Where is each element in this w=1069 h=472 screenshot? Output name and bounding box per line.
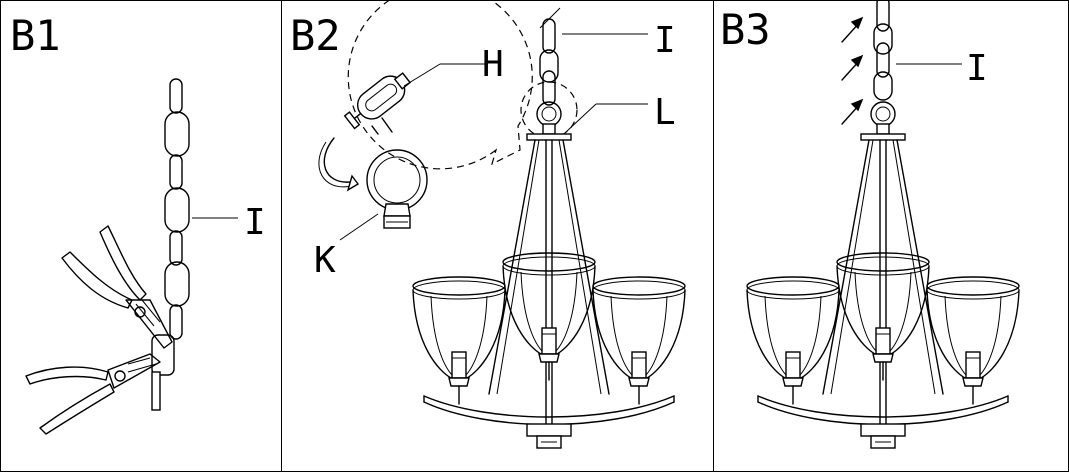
chandelier-b2 [413,134,685,448]
callout-leader-h [403,63,441,87]
callout-leader-l [565,103,597,133]
highlight-circle-b2 [520,81,578,139]
chain-b1 [151,78,190,411]
callout-label-l: L [654,92,676,133]
chain-b3 [870,0,896,135]
callout-label-i-b3: I [966,48,988,89]
callout-label-i-b2: I [654,20,676,61]
panel-b2: B2 I L [290,0,685,448]
detail-bubble [318,0,533,229]
pliers-lower [25,353,161,435]
step-label-b2: B2 [290,11,341,60]
callout-leader-k [339,213,379,241]
pliers-upper [61,225,173,349]
chandelier-b3 [747,134,1019,448]
step-label-b3: B3 [720,5,771,54]
callout-label-h: H [482,44,504,85]
step-label-b1: B1 [10,11,61,60]
chain-b2 [539,7,561,106]
panel-b3: B3 I [720,0,1019,448]
callout-label-i-b1: I [244,202,266,243]
upward-arrows [841,16,864,125]
callout-label-k: K [314,240,336,281]
panel-b1: B1 I [10,11,266,435]
